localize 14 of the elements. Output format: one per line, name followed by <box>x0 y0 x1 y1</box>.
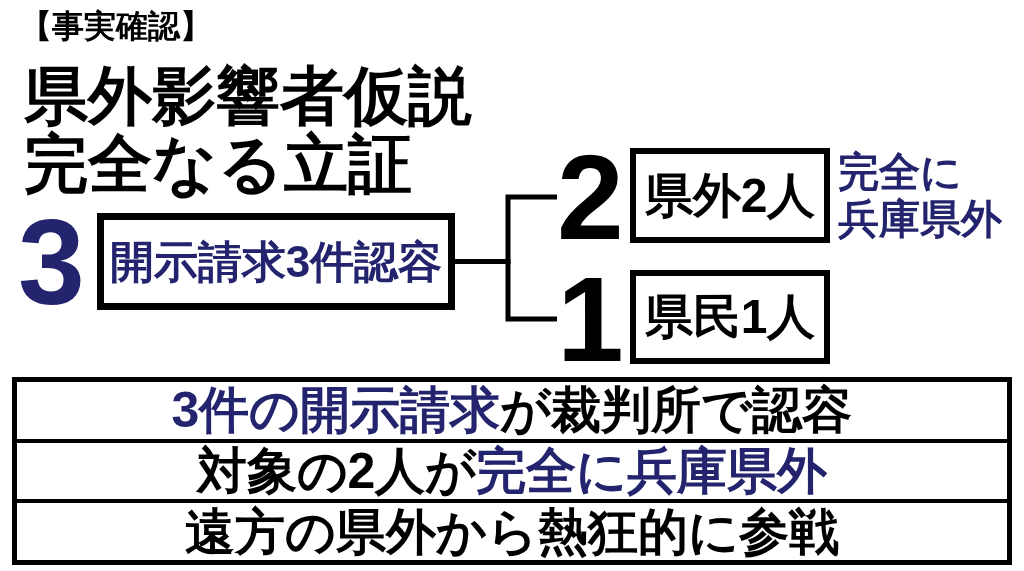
statement-row-text: 3件の開示請求が裁判所で認容 <box>170 382 854 439</box>
result-box: 開示請求3件認容 <box>97 213 455 310</box>
note-text: 完全に兵庫県外 <box>838 149 1002 243</box>
connector-line <box>455 259 557 322</box>
summary-box <box>12 377 1012 565</box>
count-number: 3 <box>18 217 85 307</box>
title: 県外影響者仮説完全なる立証 <box>24 62 473 198</box>
count-number: 1 <box>557 274 624 364</box>
result-box: 県外2人 <box>630 148 830 243</box>
result-box: 県民1人 <box>630 270 830 364</box>
count-number: 2 <box>557 152 624 242</box>
statement-row: 対象の2人が完全に兵庫県外 <box>17 438 1007 500</box>
statement-row: 遠方の県外から熱狂的に参戦 <box>17 499 1007 560</box>
category-label: 【事実確認】 <box>20 9 212 45</box>
